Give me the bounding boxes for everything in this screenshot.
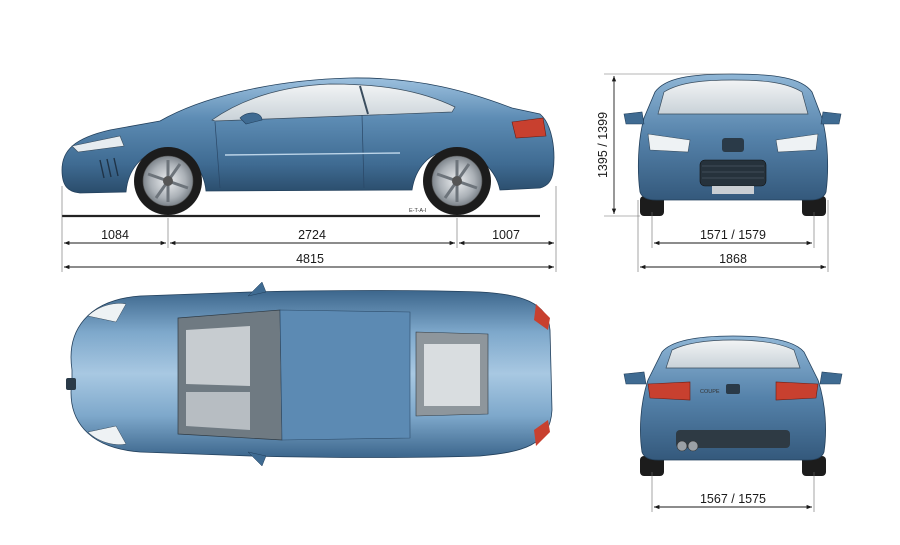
exhaust-tip-1: [676, 440, 688, 452]
body-crease: [224, 152, 401, 156]
rear-left-mirror: [623, 371, 647, 385]
top-logo: [66, 378, 76, 390]
front-logo: [722, 138, 744, 152]
grille-bars: [702, 165, 764, 179]
top-left-mirror: [247, 281, 267, 297]
side-headlight: [71, 135, 125, 153]
front-right-tire: [802, 196, 826, 216]
front-plate: [712, 186, 754, 194]
side-front-wheel: [134, 147, 202, 215]
top-left-headlight: [87, 303, 127, 323]
top-right-mirror: [247, 451, 267, 467]
side-dimensions: 1084 2724 1007 4815: [61, 186, 557, 272]
rear-view-car: COUPE: [623, 335, 843, 476]
front-windshield: [657, 79, 809, 115]
rear-dimensions: 1567 / 1575: [651, 472, 815, 512]
rear-right-taillight: [775, 381, 819, 401]
front-overhang-value: 1084: [101, 228, 129, 242]
overall-length-value: 4815: [296, 252, 324, 266]
side-code-label: E-T-A-I: [409, 208, 427, 214]
top-view-car: [66, 281, 553, 467]
front-left-headlight: [647, 133, 691, 153]
front-dimensions: 1395 / 1399 1571 / 1579 1868: [596, 73, 829, 272]
side-mirror: [239, 112, 263, 125]
front-left-tire: [640, 196, 664, 216]
rear-left-taillight: [647, 381, 691, 401]
top-right-headlight: [87, 425, 127, 445]
side-front-vents: [99, 157, 119, 179]
front-track-value: 1571 / 1579: [700, 228, 766, 242]
exhaust-tip-2: [687, 440, 699, 452]
top-right-taillight: [534, 420, 550, 446]
front-grille: [699, 159, 767, 187]
rear-logo: [726, 384, 740, 394]
side-taillight: [511, 117, 547, 139]
wheelbase-value: 2724: [298, 228, 326, 242]
top-front-seats-2: [186, 392, 250, 430]
top-left-taillight: [534, 304, 550, 330]
rear-badge-text: COUPE: [700, 389, 720, 395]
side-window: [211, 83, 456, 122]
rear-diffuser: [676, 430, 790, 448]
front-view-car: [623, 73, 842, 216]
rear-right-tire: [802, 456, 826, 476]
overall-width-value: 1868: [719, 252, 747, 266]
rear-track-value: 1567 / 1575: [700, 492, 766, 506]
height-value: 1395 / 1399: [596, 112, 610, 178]
front-right-headlight: [775, 133, 819, 153]
side-rear-wheel: [423, 147, 491, 215]
rear-window: [665, 339, 801, 369]
top-rear-seats: [424, 344, 480, 406]
rear-right-mirror: [819, 371, 843, 385]
front-left-mirror: [623, 111, 645, 125]
rear-overhang-value: 1007: [492, 228, 520, 242]
side-view-car: E-T-A-I: [61, 77, 555, 218]
b-pillar: [359, 85, 369, 115]
rear-left-tire: [640, 456, 664, 476]
front-right-mirror: [820, 111, 842, 125]
door-seams: [214, 114, 365, 189]
top-front-seats: [186, 326, 250, 386]
top-roof: [279, 309, 411, 441]
